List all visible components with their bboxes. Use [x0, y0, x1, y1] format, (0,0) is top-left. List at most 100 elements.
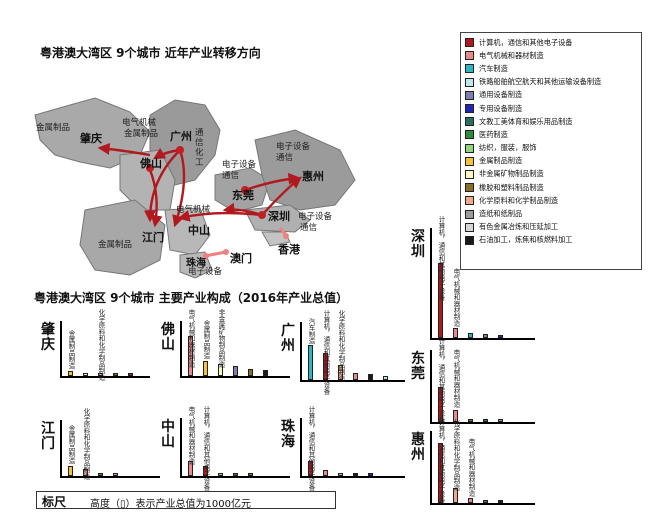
- zhuhai-region: [179, 251, 213, 279]
- industry-bar: [498, 419, 503, 422]
- city-dots: [146, 146, 266, 219]
- bars-title: 粤港澳大湾区 9个城市 主要产业构成（2016年产业总值）: [34, 291, 349, 305]
- industry-bar: [83, 372, 88, 376]
- industry-bar-label: 金属制品制造: [67, 425, 75, 465]
- note-gz-2: 信: [195, 138, 204, 148]
- industry-bar: [438, 443, 443, 503]
- panel-city-name: 江 门: [41, 421, 55, 452]
- industry-bar-label: 电气机械和器材制造: [187, 406, 195, 465]
- legend-item: 造纸和纸制品: [465, 207, 637, 220]
- industry-bar: [498, 334, 503, 338]
- industry-bar: [453, 488, 458, 503]
- panel-x-axis: [430, 338, 535, 340]
- industry-bar-label: 电气机械和器材制造: [187, 309, 195, 368]
- panel-city-name: 深 圳: [411, 229, 425, 260]
- panel-x-axis: [300, 380, 405, 382]
- industry-bar: [368, 374, 373, 380]
- panel-city-name: 广 州: [281, 323, 295, 354]
- legend-item: 金属制品制造: [465, 155, 637, 168]
- legend-item: 化学原料和化学制品制造: [465, 194, 637, 207]
- industry-bar: [203, 466, 208, 476]
- legend-item: 铁路船舶航空航天和其他运输设备制造: [465, 76, 637, 89]
- industry-bar: [453, 409, 458, 422]
- legend-label: 造纸和纸制品: [479, 209, 523, 219]
- scale-text: 高度（▯）表示产业总值为1000亿元: [90, 499, 251, 510]
- legend-label: 化学原料和化学制品制造: [479, 195, 559, 205]
- industry-bar: [483, 334, 488, 338]
- panel-y-axis: [60, 420, 62, 476]
- industry-bar: [113, 473, 118, 476]
- legend-item: 纺织，服装，服饰: [465, 142, 637, 155]
- panel-x-axis: [430, 422, 535, 424]
- industry-bar-label: 非金属矿物制品制造: [217, 309, 225, 368]
- industry-bar: [233, 473, 238, 476]
- legend-item: 电气机械和器材制造: [465, 49, 637, 62]
- industry-bar: [483, 500, 488, 503]
- industry-bar-label: 化学原料和化学制品制造: [337, 310, 345, 382]
- legend-label: 金属制品制造: [479, 156, 523, 166]
- legend-label: 电气机械和器材制造: [479, 50, 544, 60]
- industry-bar-label: 化学原料和化学制品制造: [82, 408, 90, 480]
- industry-bar: [248, 368, 253, 376]
- city-label-zhaoqing: 肇庆: [80, 132, 102, 145]
- legend-item: 石油加工，炼焦和核燃料加工: [465, 234, 637, 247]
- panel-x-axis: [300, 476, 405, 478]
- panel-x-axis: [430, 503, 535, 505]
- industry-bar: [308, 461, 313, 476]
- legend-swatch: [465, 38, 474, 48]
- panel-y-axis: [300, 418, 302, 476]
- city-label-macau: 澳门: [230, 252, 252, 265]
- hongkong-region: [261, 231, 291, 247]
- industry-bar: [128, 373, 133, 376]
- legend-item: 专用设备制造: [465, 102, 637, 115]
- panel-y-axis: [180, 321, 182, 376]
- scale-label: 标尺: [42, 495, 67, 509]
- legend-swatch: [465, 64, 474, 74]
- industry-bar: [498, 500, 503, 503]
- legend-item: 计算机，通信和其他电子设备: [465, 36, 637, 49]
- industry-bar-label: 计算机，通信和其他电子设备: [307, 406, 315, 491]
- industry-bar: [218, 363, 223, 376]
- city-label-huizhou: 惠州: [302, 170, 324, 183]
- map-title: 粤港澳大湾区 9个城市 近年产业转移方向: [40, 46, 261, 60]
- note-gz-1: 通: [195, 128, 204, 138]
- industry-bar: [368, 473, 373, 476]
- industry-bar-label: 计算机，通信和其他电子设备: [437, 338, 445, 423]
- legend-label: 专用设备制造: [479, 103, 523, 113]
- industry-bar: [233, 366, 238, 376]
- legend-swatch: [465, 235, 474, 245]
- note-dg-comm: 通信: [222, 171, 240, 181]
- scale-box: [36, 491, 336, 509]
- panel-y-axis: [60, 321, 62, 376]
- industry-bar-label: 计算机，通信和其他电子设备: [322, 310, 330, 395]
- note-gz-3: 化: [195, 148, 204, 158]
- legend-swatch: [465, 222, 474, 232]
- legend-item: 医药制造: [465, 128, 637, 141]
- industry-bar: [218, 472, 223, 476]
- city-label-zhuhai: 珠海: [186, 258, 206, 269]
- note-jm-metal: 金属制品: [98, 240, 133, 250]
- industry-bar-label: 电气机械和器材制造: [467, 437, 475, 497]
- legend-item: 橡胶和塑料制品制造: [465, 181, 637, 194]
- note-zh-elec: 电子设备: [188, 267, 223, 277]
- industry-bar: [248, 473, 253, 476]
- legend-label: 文教工美体育和娱乐用品制造: [479, 116, 573, 126]
- legend: 计算机，通信和其他电子设备电气机械和器材制造汽车制造铁路船舶航空航天和其他运输设…: [460, 32, 642, 270]
- note-foshan-elec: 电气机械: [122, 118, 157, 128]
- panel-city-name: 东 莞: [411, 351, 425, 382]
- industry-bar: [68, 371, 73, 376]
- industry-bar: [438, 387, 443, 422]
- city-label-guangzhou: 广州: [170, 130, 192, 143]
- legend-swatch: [465, 156, 474, 166]
- industry-bar: [68, 466, 73, 476]
- industry-bar: [113, 373, 118, 376]
- legend-swatch: [465, 196, 474, 206]
- panel-y-axis: [430, 228, 432, 338]
- legend-swatch: [465, 90, 474, 100]
- industry-bar: [483, 419, 488, 422]
- industry-bar-label: 金属制品制造: [202, 320, 210, 360]
- city-label-zhongshan: 中山: [188, 224, 210, 237]
- industry-bar: [98, 473, 103, 476]
- industry-bar: [338, 473, 343, 476]
- panel-x-axis: [180, 376, 290, 378]
